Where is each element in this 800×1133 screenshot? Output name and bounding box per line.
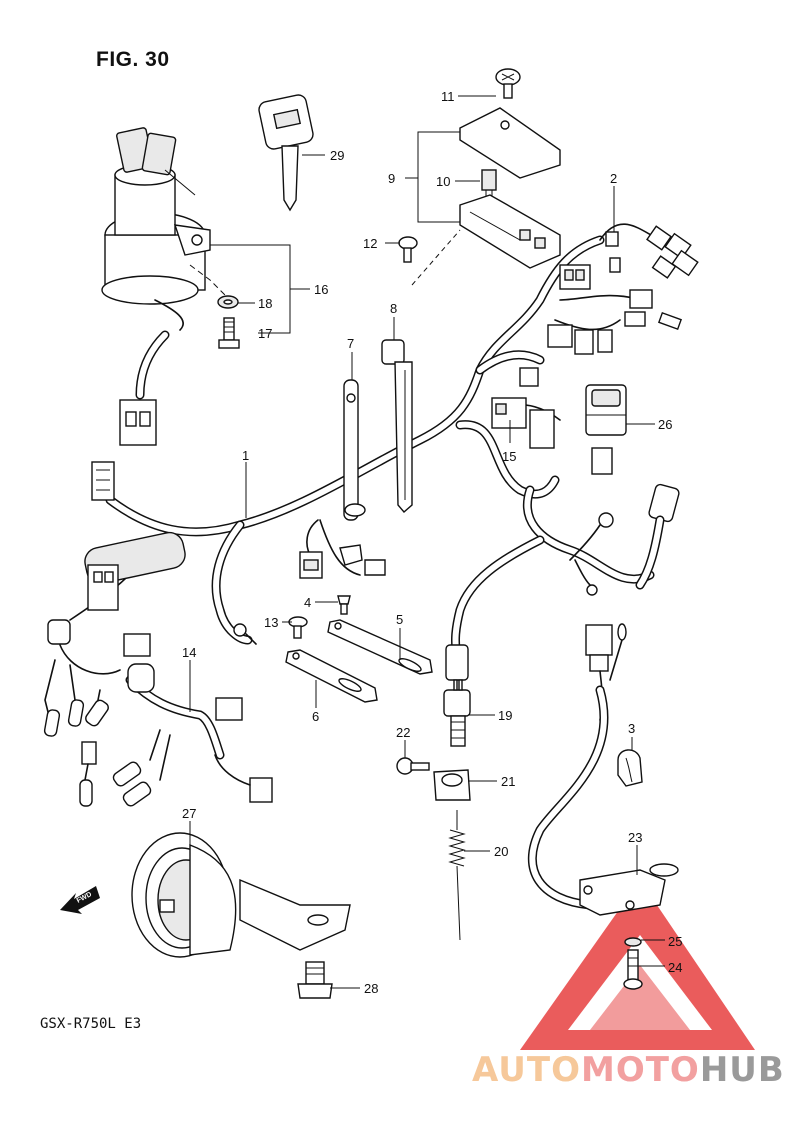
sub-harness-14 [43, 619, 273, 807]
callout-14: 14 [182, 645, 196, 660]
wiring-harness [69, 223, 661, 655]
bolt-17 [218, 317, 240, 349]
bracket-5 [327, 619, 433, 675]
callout-2: 2 [610, 171, 617, 186]
relay-26 [585, 384, 627, 436]
callout-24: 24 [668, 960, 682, 975]
clip-21 [433, 769, 471, 801]
harness-coupler-top-left [91, 461, 115, 501]
bolt-28 [297, 961, 333, 999]
callout-23: 23 [628, 830, 642, 845]
callout-5: 5 [396, 612, 403, 627]
callout-29: 29 [330, 148, 344, 163]
forward-direction-arrow: FWD [60, 886, 100, 914]
callout-4: 4 [304, 595, 311, 610]
harness-band-7 [343, 379, 366, 521]
callout-12: 12 [363, 236, 377, 251]
ground-lead-left [233, 623, 257, 645]
washer-18 [217, 295, 239, 309]
callout-27: 27 [182, 806, 196, 821]
callout-11: 11 [441, 89, 455, 104]
ground-lead-right [569, 483, 680, 596]
watermark-part-hub: HUB [699, 1050, 785, 1090]
callout-1: 1 [242, 448, 249, 463]
callout-8: 8 [390, 301, 397, 316]
callout-26: 26 [658, 417, 672, 432]
callout-21: 21 [501, 774, 515, 789]
clip-4 [337, 595, 351, 615]
harness-coupler-left [84, 531, 186, 611]
watermark-part-moto: MOTO [580, 1050, 700, 1090]
washer-25 [624, 937, 642, 947]
callout-19: 19 [498, 708, 512, 723]
bolt-22 [396, 757, 430, 775]
bolt-24 [623, 949, 643, 990]
callout-18: 18 [258, 296, 272, 311]
spring-20 [448, 810, 466, 941]
ignition-key [258, 94, 314, 212]
callout-20: 20 [494, 844, 508, 859]
bracket-6 [285, 649, 378, 703]
fuse-box-cover [459, 107, 561, 179]
brake-switch-19 [443, 644, 471, 747]
screw-12 [398, 236, 418, 263]
relay-15 [491, 367, 613, 475]
callout-7: 7 [347, 336, 354, 351]
sensor-23 [527, 623, 679, 916]
callout-3: 3 [628, 721, 635, 736]
watermark-wordmark: AUTOMOTOHUB [472, 1050, 785, 1090]
callout-16: 16 [314, 282, 328, 297]
ignition-switch [101, 127, 211, 446]
callout-6: 6 [312, 709, 319, 724]
screw-13 [288, 616, 308, 639]
callout-10: 10 [436, 174, 450, 189]
callout-9: 9 [388, 171, 395, 186]
clamp-3 [617, 749, 643, 787]
model-code: GSX-R750L E3 [40, 1016, 142, 1032]
fuse-box-screw [495, 68, 521, 99]
callout-25: 25 [668, 934, 682, 949]
callout-13: 13 [264, 615, 278, 630]
callout-15: 15 [502, 449, 516, 464]
fuse-10 [481, 169, 497, 196]
callout-17: 17 [258, 326, 272, 341]
leader-lines [189, 95, 665, 989]
horn-27 [131, 832, 351, 958]
watermark-part-auto: AUTO [472, 1050, 581, 1090]
figure-title: FIG. 30 [96, 48, 170, 71]
connector-2-group [547, 225, 699, 355]
fuse-box [459, 194, 561, 269]
harness-band-8 [381, 339, 413, 513]
callout-22: 22 [396, 725, 410, 740]
callout-28: 28 [364, 981, 378, 996]
callout-labels: 1 2 3 4 5 6 7 8 9 10 11 12 13 14 15 16 1… [182, 89, 682, 996]
center-connector [299, 519, 386, 579]
